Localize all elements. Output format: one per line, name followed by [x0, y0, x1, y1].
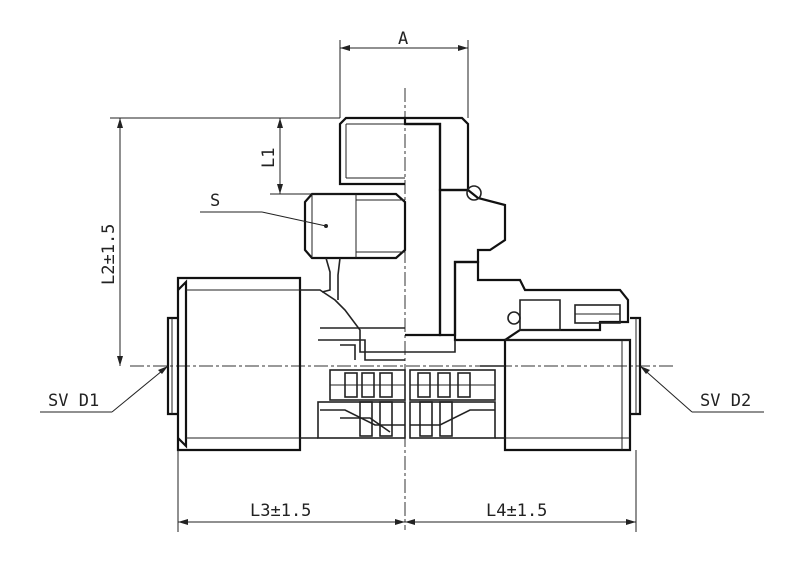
dim-l2-label: L2±1.5 — [99, 224, 119, 285]
leader-sv-d2: SV D2 — [639, 365, 764, 413]
dimension-l1: L1 — [259, 117, 340, 195]
leader-s: S — [200, 191, 328, 228]
center-lines — [130, 88, 675, 530]
dim-l1-label: L1 — [259, 148, 279, 168]
left-union — [166, 276, 302, 452]
leader-sv-d2-label: SV D2 — [700, 391, 751, 411]
leader-s-label: S — [210, 191, 220, 211]
dimension-l2: L2±1.5 — [99, 117, 340, 366]
right-union — [453, 260, 642, 452]
dim-l3-label: L3±1.5 — [250, 501, 311, 521]
leader-sv-d1-label: SV D1 — [48, 391, 99, 411]
hex-nut — [303, 185, 507, 337]
inner-cavity — [300, 289, 505, 439]
dimension-a: A — [339, 29, 469, 118]
dim-l4-label: L4±1.5 — [486, 501, 547, 521]
dimension-l3-l4: L3±1.5 L4±1.5 — [177, 450, 637, 532]
leader-sv-d1: SV D1 — [40, 365, 169, 413]
dim-a-label: A — [398, 29, 408, 49]
